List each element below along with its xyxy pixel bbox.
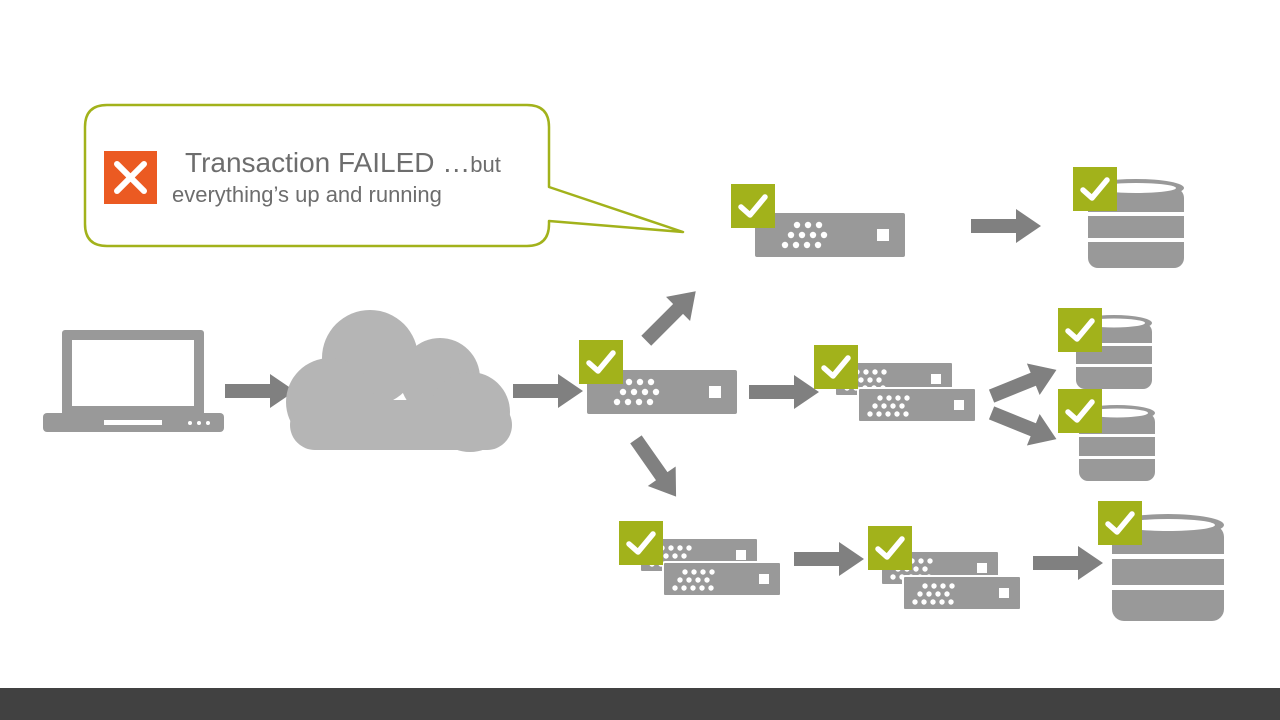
callout-title-main: Transaction FAILED … — [185, 147, 471, 178]
check-icon — [1058, 389, 1102, 433]
check-icon — [1073, 167, 1117, 211]
footer-bar — [0, 688, 1280, 720]
arrow-gateway-to-top — [634, 279, 708, 353]
check-icon — [731, 184, 775, 228]
callout-title: Transaction FAILED …but — [185, 147, 501, 179]
arrow-laptop-to-cloud — [225, 374, 295, 408]
arrow-middle-to-db2 — [985, 397, 1063, 455]
arrow-bottom-cluster-1-to-2 — [794, 542, 864, 576]
cloud-icon — [286, 310, 512, 452]
arrow-gateway-to-bottom — [621, 429, 691, 507]
check-icon — [1098, 501, 1142, 545]
callout-bubble — [83, 103, 685, 248]
arrow-cloud-to-gateway — [513, 374, 583, 408]
arrow-middle-to-db1 — [985, 354, 1063, 412]
arrow-gateway-to-middle — [749, 375, 819, 409]
callout-title-suffix: but — [470, 152, 501, 177]
arrow-top-server-to-database — [971, 209, 1041, 243]
arrow-bottom-cluster-2-to-database — [1033, 546, 1103, 580]
check-icon — [1058, 308, 1102, 352]
x-mark-icon — [104, 151, 157, 204]
laptop-icon — [43, 330, 224, 432]
check-icon — [814, 345, 858, 389]
database-icon — [1112, 514, 1224, 621]
server-icon — [755, 213, 905, 257]
check-icon — [619, 521, 663, 565]
check-icon — [868, 526, 912, 570]
check-icon — [579, 340, 623, 384]
callout-subtitle: everything’s up and running — [172, 182, 442, 207]
